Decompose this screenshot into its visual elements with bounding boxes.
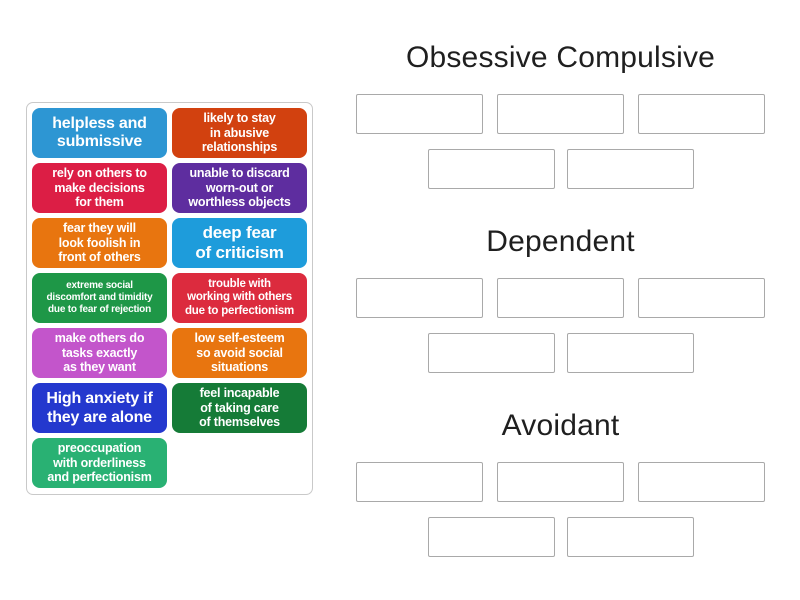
group-title: Obsessive Compulsive: [405, 41, 716, 74]
tile-fear-look-foolish[interactable]: fear they will look foolish in front of …: [32, 218, 167, 268]
group-dependent: Dependent: [356, 220, 765, 373]
tile-feel-incapable[interactable]: feel incapable of taking care of themsel…: [172, 383, 307, 433]
tile-rely-on-others[interactable]: rely on others to make decisions for the…: [32, 163, 167, 213]
tile-abusive-relationships[interactable]: likely to stay in abusive relationships: [172, 108, 307, 158]
slot-row: [356, 149, 765, 189]
tile-social-discomfort[interactable]: extreme social discomfort and timidity d…: [32, 273, 167, 323]
group-obsessive-compulsive: Obsessive Compulsive: [356, 36, 765, 189]
drop-slot[interactable]: [427, 517, 555, 557]
group-avoidant: Avoidant: [356, 404, 765, 557]
tile-preoccupation-orderliness[interactable]: preoccupation with orderliness and perfe…: [32, 438, 167, 488]
drop-slot[interactable]: [427, 333, 555, 373]
drop-slot[interactable]: [566, 333, 694, 373]
slot-row: [356, 517, 765, 557]
tile-tray: helpless and submissive likely to stay i…: [26, 102, 313, 495]
tile-trouble-working-others[interactable]: trouble with working with others due to …: [172, 273, 307, 323]
drop-slot[interactable]: [638, 94, 765, 134]
drop-slot[interactable]: [356, 462, 483, 502]
tile-low-self-esteem[interactable]: low self-esteem so avoid social situatio…: [172, 328, 307, 378]
group-title: Dependent: [486, 225, 635, 258]
drop-slot[interactable]: [638, 462, 765, 502]
drop-slot[interactable]: [566, 517, 694, 557]
slot-row: [356, 94, 765, 134]
drop-slot[interactable]: [427, 149, 555, 189]
tile-unable-discard-objects[interactable]: unable to discard worn-out or worthless …: [172, 163, 307, 213]
drop-slot[interactable]: [638, 278, 765, 318]
drop-slot[interactable]: [356, 278, 483, 318]
drop-slot[interactable]: [497, 94, 624, 134]
slot-row: [356, 278, 765, 318]
group-title: Avoidant: [501, 409, 620, 442]
tile-deep-fear-criticism[interactable]: deep fear of criticism: [172, 218, 307, 268]
drop-slot[interactable]: [497, 462, 624, 502]
drop-slot[interactable]: [356, 94, 483, 134]
tile-make-others-do-tasks[interactable]: make others do tasks exactly as they wan…: [32, 328, 167, 378]
drop-slot[interactable]: [566, 149, 694, 189]
drop-slot[interactable]: [497, 278, 624, 318]
slot-row: [356, 333, 765, 373]
tile-high-anxiety-alone[interactable]: High anxiety if they are alone: [32, 383, 167, 433]
tile-helpless-submissive[interactable]: helpless and submissive: [32, 108, 167, 158]
slot-row: [356, 462, 765, 502]
